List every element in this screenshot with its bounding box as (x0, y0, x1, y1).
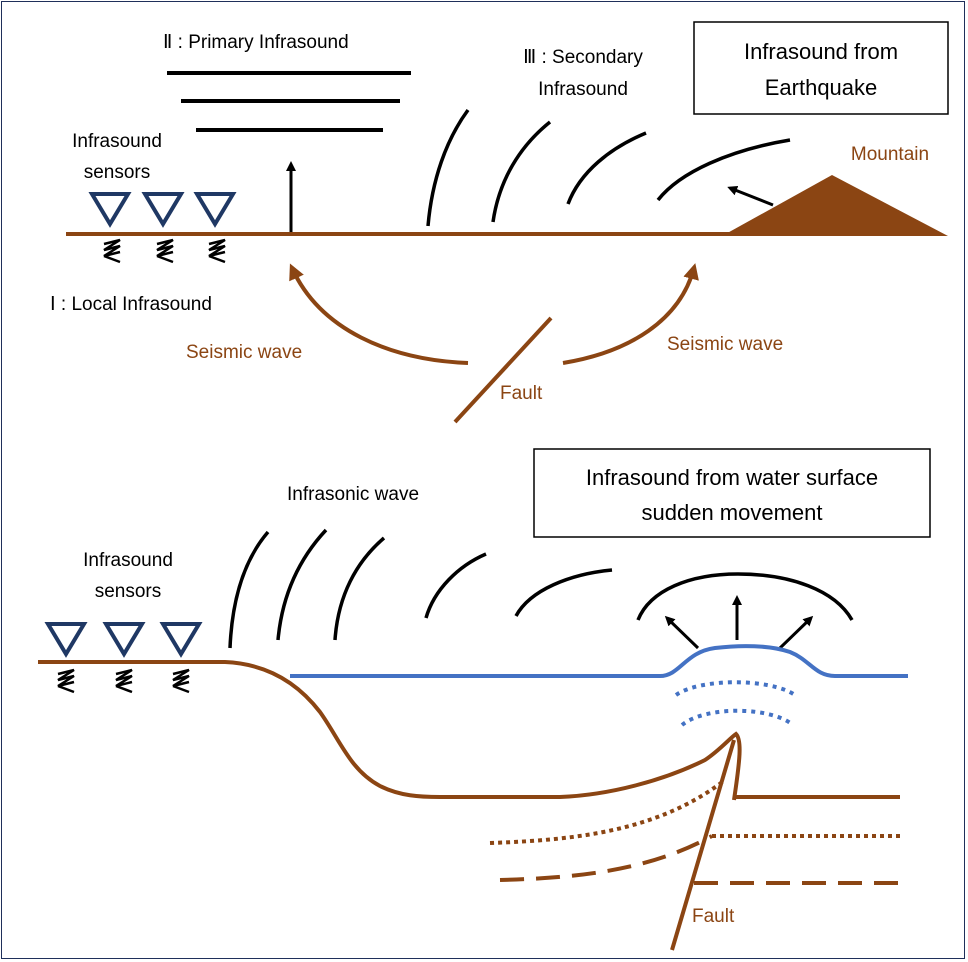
top-panel: Infrasound from Earthquake Ⅱ : Primary I… (50, 21, 949, 424)
bottom-sensors-label-line2: sensors (95, 581, 162, 602)
bottom-fault-label: Fault (692, 906, 735, 927)
bottom-sensor-2-icon (102, 622, 146, 658)
infrasonic-wavefront-2 (276, 528, 328, 641)
infrasonic-wavefront-dome (636, 572, 854, 621)
mountain-label: Mountain (851, 144, 929, 165)
seismic-wave-left-arrow (289, 263, 469, 365)
secondary-wavefront-1 (426, 108, 470, 227)
top-sensors-label-line2: sensors (84, 162, 151, 183)
top-sensor-3-icon (193, 192, 237, 228)
bottom-sensor-3-spring-icon (172, 668, 190, 694)
bottom-sensor-2-spring-icon (115, 668, 133, 694)
infrasonic-wavefront-1 (228, 530, 270, 649)
top-sensor-2-spring-icon (156, 238, 174, 264)
secondary-wavefront-4 (656, 138, 791, 202)
bottom-sensor-1-icon (44, 622, 88, 658)
bottom-panel: Infrasound from water surface sudden mov… (38, 448, 931, 951)
top-sensor-2-icon (141, 192, 185, 228)
mountain-shape (722, 175, 948, 236)
infrasonic-wave-label: Infrasonic wave (287, 484, 419, 505)
top-sensors-label-line1: Infrasound (72, 131, 162, 152)
top-title-line2: Earthquake (765, 75, 878, 100)
sea-floor-profile (38, 660, 742, 801)
seismic-wave-left-label: Seismic wave (186, 342, 302, 363)
local-infrasound-label: Ⅰ : Local Infrasound (50, 294, 212, 315)
top-fault-line (453, 316, 553, 424)
infrasonic-wavefront-5 (514, 568, 613, 617)
top-sensor-1-spring-icon (103, 238, 121, 264)
top-sensor-1-icon (88, 192, 132, 228)
secondary-wavefront-3 (566, 131, 647, 205)
water-surface-line (290, 644, 908, 678)
bottom-title-frame (533, 448, 931, 538)
infrasonic-wavefront-4 (424, 552, 487, 619)
water-pressure-dashed-2 (680, 708, 795, 727)
top-fault-label: Fault (500, 383, 543, 404)
bottom-sensors-label-line1: Infrasound (83, 550, 173, 571)
stratum-dashed-left (499, 834, 713, 882)
infrasonic-wavefront-3 (333, 536, 386, 641)
top-title-line1: Infrasound from (744, 39, 898, 64)
secondary-infrasound-label-line2: Infrasound (538, 79, 628, 100)
top-sensor-3-spring-icon (208, 238, 226, 264)
bottom-title-line1: Infrasound from water surface (586, 465, 878, 490)
bottom-fault-line (670, 739, 736, 951)
bottom-sensor-3-icon (159, 622, 203, 658)
mountain-emission-arrow (727, 185, 774, 207)
secondary-infrasound-label-line1: Ⅲ : Secondary (523, 47, 643, 68)
water-pressure-dashed-1 (674, 680, 797, 697)
secondary-wavefront-2 (491, 120, 552, 223)
seismic-wave-right-label: Seismic wave (667, 334, 783, 355)
top-title-frame (693, 21, 949, 115)
bottom-title-line2: sudden movement (642, 500, 823, 525)
seismic-wave-right-arrow (562, 263, 699, 365)
top-title-box: Infrasound from Earthquake (693, 21, 949, 115)
emission-arrow-left (664, 615, 700, 650)
primary-infrasound-label: Ⅱ : Primary Infrasound (163, 32, 349, 53)
stratum-dotted-left (489, 778, 727, 845)
emission-arrow-right (778, 615, 814, 650)
bottom-sensor-1-spring-icon (57, 668, 75, 694)
bottom-title-box: Infrasound from water surface sudden mov… (533, 448, 931, 538)
